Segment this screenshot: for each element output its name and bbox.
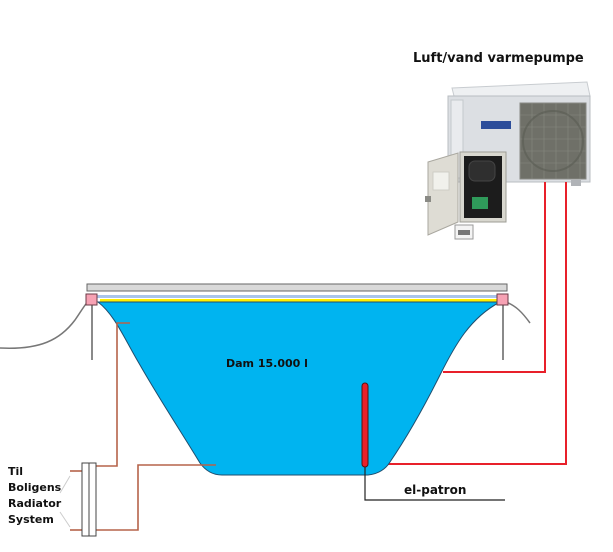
circuit-board	[472, 197, 488, 209]
brand-logo	[481, 121, 511, 129]
ground-right	[505, 301, 531, 324]
post-cap-left	[85, 293, 98, 306]
heatpump-pipes	[385, 182, 567, 465]
heatpump-title: Luft/vand varmepumpe	[413, 51, 584, 66]
fan-grille	[519, 102, 587, 180]
radiator-label-line: Radiator	[8, 497, 62, 510]
heatpump-pipe-return	[443, 182, 546, 373]
radiator-label-line: System	[8, 513, 54, 526]
post-cap-right	[496, 293, 509, 306]
radiator-label-line: Til	[8, 465, 23, 478]
control-cabinet	[425, 151, 507, 240]
radiator-label: Til Boligens Radiator System	[8, 465, 62, 526]
heatpump-pipe-flow	[385, 182, 567, 465]
liner-yellow-strip	[100, 299, 498, 302]
radiator-pipes	[70, 322, 216, 531]
pond-label: Dam 15.000 l	[226, 357, 308, 370]
heat-exchanger	[81, 462, 97, 537]
radiator-label-line: Boligens	[8, 481, 62, 494]
heater-cable	[364, 467, 505, 501]
cover-bar	[86, 283, 508, 292]
heater-label: el-patron	[404, 483, 466, 497]
liner-blue-strip	[97, 295, 499, 298]
ground-left	[0, 297, 93, 349]
cabinet-door	[427, 152, 459, 236]
pond-water	[96, 301, 501, 476]
el-patron-heater	[361, 382, 369, 468]
heatpump-unit	[447, 81, 591, 186]
